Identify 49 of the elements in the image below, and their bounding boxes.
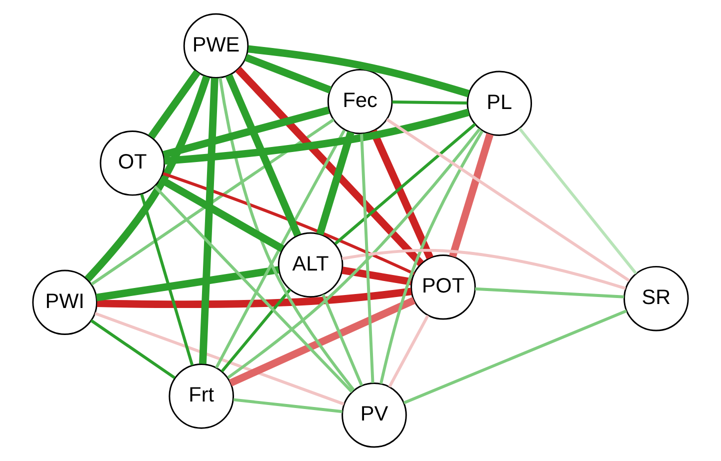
connector bbox=[370, 129, 434, 260]
connector bbox=[97, 288, 412, 308]
connector bbox=[96, 266, 280, 302]
connector bbox=[235, 66, 424, 266]
connector bbox=[162, 106, 330, 158]
connector bbox=[84, 76, 210, 282]
node-circle: Frt bbox=[168, 364, 234, 429]
connector bbox=[233, 398, 342, 414]
connector bbox=[229, 296, 416, 386]
connector bbox=[388, 314, 430, 388]
connector bbox=[360, 134, 374, 383]
connector bbox=[90, 118, 334, 286]
connector bbox=[316, 131, 354, 236]
connector bbox=[218, 78, 355, 391]
connector bbox=[94, 312, 344, 406]
connector bbox=[225, 74, 302, 237]
node-circle: PL bbox=[466, 70, 532, 136]
connector bbox=[248, 45, 470, 98]
connector bbox=[227, 128, 481, 379]
node-circle: OT bbox=[100, 130, 166, 196]
connector bbox=[334, 123, 476, 245]
connector bbox=[474, 287, 624, 298]
connector bbox=[518, 128, 638, 275]
connector bbox=[342, 248, 626, 290]
connector bbox=[322, 294, 364, 386]
connector bbox=[90, 319, 176, 380]
node-circle: Fec bbox=[327, 68, 393, 134]
node-circle: POT bbox=[410, 254, 476, 320]
connector bbox=[215, 129, 346, 368]
connector bbox=[449, 133, 494, 258]
connector bbox=[379, 130, 484, 384]
connector bbox=[244, 54, 332, 94]
connector bbox=[154, 185, 354, 393]
connector bbox=[342, 266, 412, 286]
connector bbox=[162, 172, 415, 276]
connector bbox=[392, 100, 468, 104]
connector bbox=[158, 176, 284, 252]
connector bbox=[403, 309, 628, 404]
node-circle: SR bbox=[624, 266, 689, 332]
node-circle: ALT bbox=[278, 232, 344, 298]
node-circle: PWE bbox=[183, 13, 249, 79]
connector bbox=[164, 108, 470, 165]
node-circle: PWI bbox=[32, 270, 98, 336]
connector bbox=[140, 194, 194, 366]
node-circle: PV bbox=[342, 382, 407, 448]
connector bbox=[148, 70, 200, 139]
connector bbox=[386, 118, 630, 282]
connector bbox=[220, 288, 292, 372]
connector bbox=[199, 78, 218, 364]
